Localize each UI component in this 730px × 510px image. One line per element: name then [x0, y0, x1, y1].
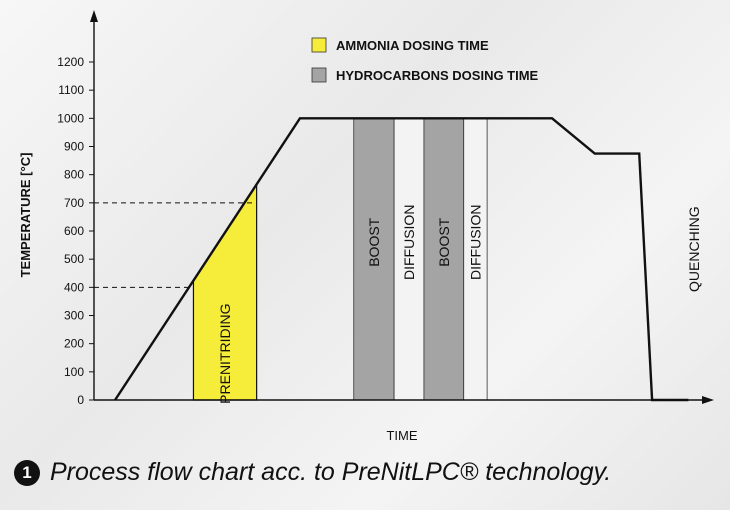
caption-text: Process flow chart acc. to PreNitLPC® te…	[50, 458, 612, 486]
x-axis-label: TIME	[386, 428, 417, 443]
y-tick-label-200: 200	[64, 337, 84, 351]
y-tick-label-1100: 1100	[58, 83, 84, 97]
y-tick-label-600: 600	[64, 224, 84, 238]
figure-caption: 1 Process flow chart acc. to PreNitLPC® …	[14, 458, 611, 487]
y-tick-label-0: 0	[77, 393, 84, 407]
legend-swatch-0	[311, 37, 327, 53]
band-label-1: BOOST	[366, 217, 382, 266]
y-tick-label-400: 400	[64, 280, 84, 294]
band-hydrocarbons-3	[423, 117, 465, 401]
legend-label-1: HYDROCARBONS DOSING TIME	[336, 68, 539, 83]
band-label-0: PRENITRIDING	[217, 303, 233, 403]
legend-label-0: AMMONIA DOSING TIME	[336, 38, 489, 53]
y-tick-label-1200: 1200	[57, 55, 84, 69]
y-tick-label-700: 700	[64, 196, 84, 210]
y-axis-arrow	[90, 10, 98, 22]
y-tick-label-800: 800	[64, 168, 84, 182]
band-hydrocarbons-1	[353, 117, 395, 401]
y-tick-label-500: 500	[64, 252, 84, 266]
annotation-quenching: QUENCHING	[686, 206, 702, 292]
y-axis-label: TEMPERATURE [°C]	[18, 153, 33, 278]
legend-swatch-1	[311, 67, 327, 83]
y-tick-label-900: 900	[64, 140, 84, 154]
caption-number-badge: 1	[14, 459, 40, 486]
x-axis-arrow	[702, 396, 714, 404]
band-label-4: DIFFUSION	[467, 205, 483, 280]
y-tick-label-300: 300	[64, 309, 84, 323]
band-label-2: DIFFUSION	[401, 205, 417, 280]
band-label-3: BOOST	[436, 217, 452, 266]
y-tick-label-100: 100	[64, 365, 84, 379]
process-flow-chart: PRENITRIDING BOOST DIFFUSION BOOST DIFFUSION…	[18, 10, 714, 443]
y-tick-label-1000: 1000	[57, 111, 84, 125]
